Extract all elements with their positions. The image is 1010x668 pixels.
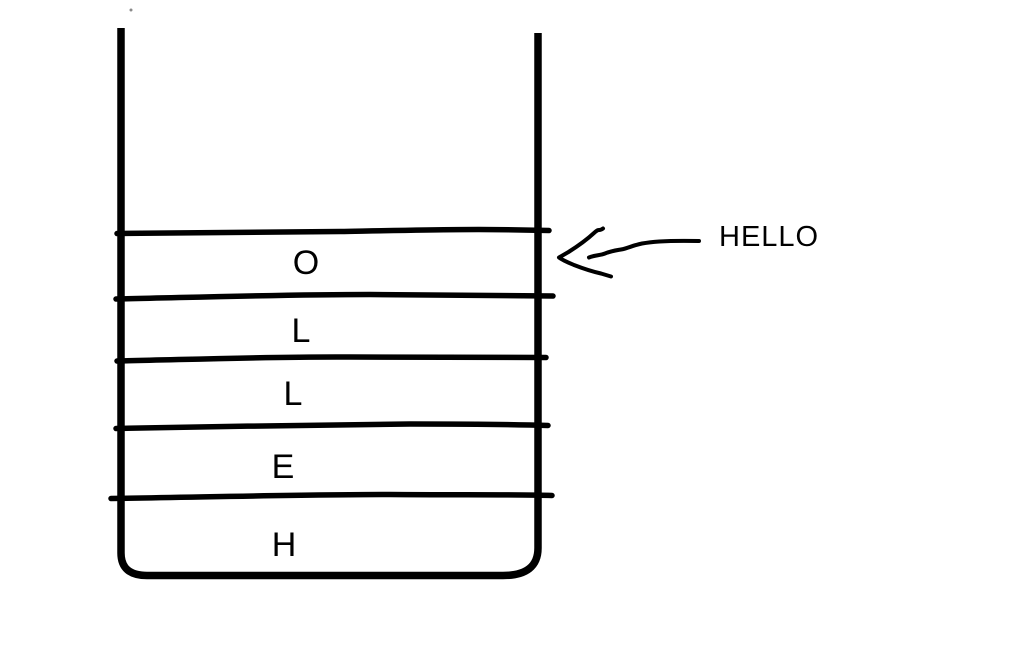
- slot-divider-line-1: [114, 226, 552, 237]
- stack-slot-letter: H: [271, 526, 297, 564]
- stack-slot-letter: E: [271, 448, 295, 486]
- hello-arrow-head: [557, 226, 613, 279]
- stack-container-outline: [117, 28, 542, 580]
- slot-divider-line-4: [113, 421, 551, 432]
- hello-arrow-shaft: [587, 238, 701, 260]
- slot-divider-line-5: [108, 491, 555, 502]
- slot-divider-line-3: [114, 354, 549, 364]
- hello-label: HELLO: [719, 221, 820, 253]
- slot-divider-line-2: [113, 291, 556, 302]
- stack-slot-letter: L: [291, 312, 311, 350]
- stray-dot: [129, 8, 133, 12]
- stack-slot-letter: L: [283, 375, 303, 413]
- stack-slot-letter: O: [292, 244, 320, 282]
